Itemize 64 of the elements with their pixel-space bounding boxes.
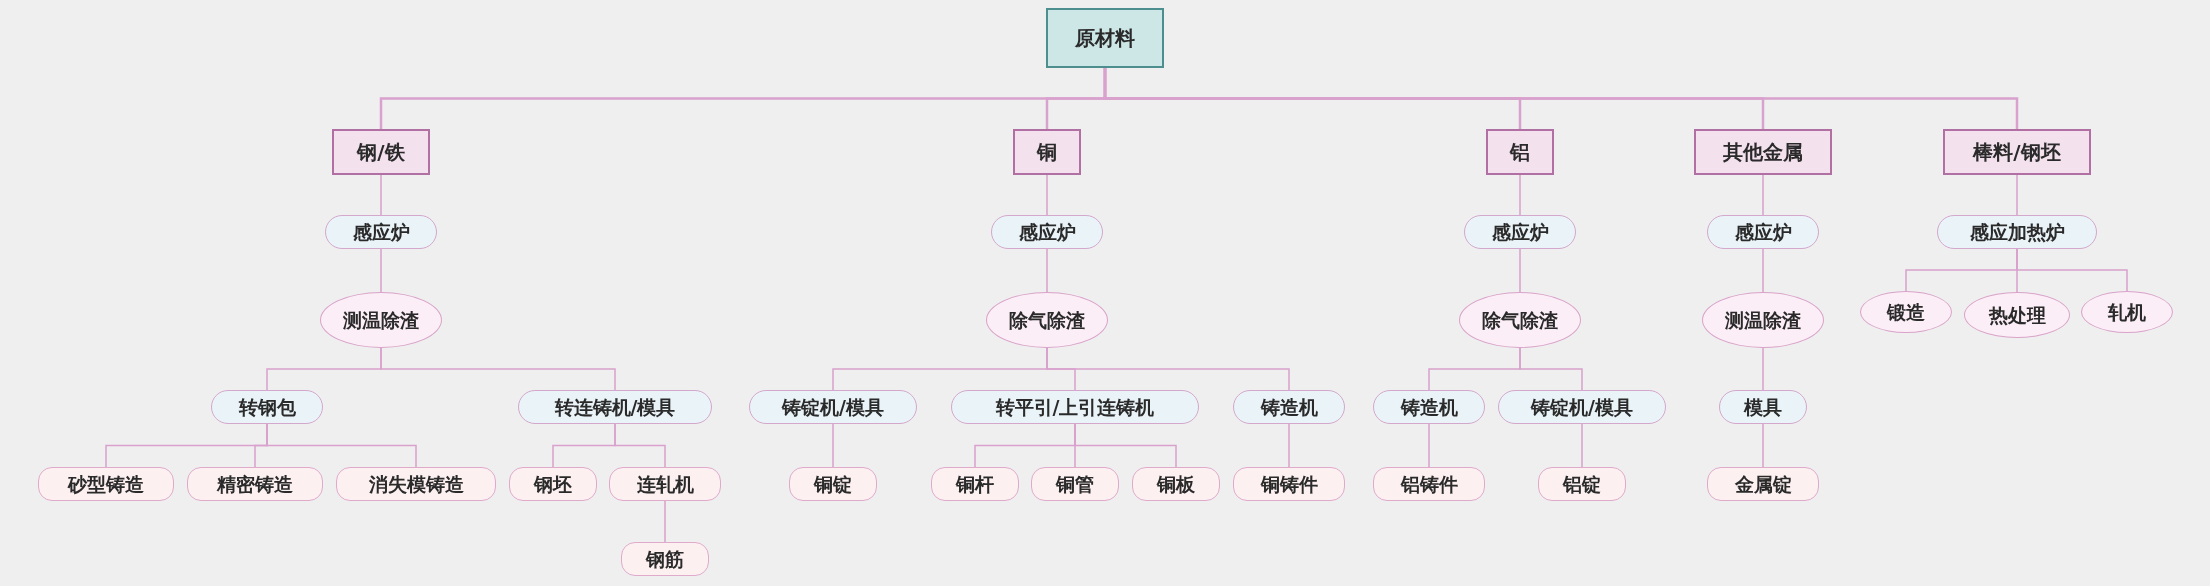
- category-box: 其他金属: [1694, 129, 1832, 175]
- connector-line: [2016, 174, 2018, 216]
- category-box: 铜: [1013, 129, 1081, 175]
- process-pill: 铸造机: [1373, 390, 1485, 424]
- connector-line: [1519, 347, 1583, 391]
- product-pill: 铝铸件: [1373, 467, 1485, 501]
- connector-line: [1046, 347, 1290, 391]
- process-pill: 模具: [1719, 390, 1807, 424]
- connector-line: [1046, 174, 1048, 216]
- connector-line: [1428, 423, 1430, 468]
- connector-line: [380, 248, 382, 293]
- connector-line: [1074, 423, 1177, 468]
- product-pill: 钢筋: [621, 542, 709, 576]
- process-pill: 感应炉: [991, 215, 1103, 249]
- process-pill: 铸锭机/模具: [749, 390, 917, 424]
- product-pill: 铜管: [1031, 467, 1119, 501]
- product-pill: 铜锭: [789, 467, 877, 501]
- product-pill: 砂型铸造: [38, 467, 174, 501]
- connector-line: [1103, 68, 2019, 129]
- process-oval: 锻造: [1860, 291, 1952, 333]
- connector-line: [1519, 174, 1521, 216]
- process-oval: 测温除渣: [1702, 292, 1824, 348]
- process-oval: 测温除渣: [320, 292, 442, 348]
- category-box: 铝: [1486, 129, 1554, 175]
- product-pill: 消失模铸造: [336, 467, 496, 501]
- product-pill: 铜杆: [931, 467, 1019, 501]
- category-box: 棒料/钢坯: [1943, 129, 2091, 175]
- connector-line: [1288, 423, 1290, 468]
- connector-line: [614, 423, 666, 468]
- product-pill: 铝锭: [1538, 467, 1626, 501]
- connector-line: [1581, 423, 1583, 468]
- root-box: 原材料: [1046, 8, 1164, 68]
- product-pill: 精密铸造: [187, 467, 323, 501]
- product-pill: 连轧机: [609, 467, 721, 501]
- connector-line: [1046, 248, 1048, 293]
- process-oval: 除气除渣: [986, 292, 1108, 348]
- connector-line: [1762, 423, 1764, 468]
- product-pill: 金属锭: [1707, 467, 1819, 501]
- process-pill: 转钢包: [211, 390, 323, 424]
- connector-line: [380, 347, 616, 391]
- process-pill: 转平引/上引连铸机: [951, 390, 1199, 424]
- process-pill: 感应加热炉: [1937, 215, 2097, 249]
- connector-line: [1519, 248, 1521, 293]
- process-pill: 铸锭机/模具: [1498, 390, 1666, 424]
- connector-line: [832, 423, 834, 468]
- product-pill: 铜板: [1132, 467, 1220, 501]
- process-oval: 除气除渣: [1459, 292, 1581, 348]
- process-pill: 感应炉: [1464, 215, 1576, 249]
- connector-line: [380, 174, 382, 216]
- connector-line: [1762, 347, 1764, 391]
- category-box: 钢/铁: [332, 129, 430, 175]
- process-pill: 铸造机: [1233, 390, 1345, 424]
- connector-line: [2016, 248, 2128, 292]
- process-oval: 轧机: [2081, 291, 2173, 333]
- process-pill: 转连铸机/模具: [518, 390, 712, 424]
- process-pill: 感应炉: [1707, 215, 1819, 249]
- process-pill: 感应炉: [325, 215, 437, 249]
- connector-line: [664, 500, 666, 543]
- connector-line: [266, 423, 417, 468]
- connector-line: [1762, 174, 1764, 216]
- process-oval: 热处理: [1964, 292, 2070, 338]
- product-pill: 钢坯: [509, 467, 597, 501]
- product-pill: 铜铸件: [1233, 467, 1345, 501]
- connector-line: [1762, 248, 1764, 293]
